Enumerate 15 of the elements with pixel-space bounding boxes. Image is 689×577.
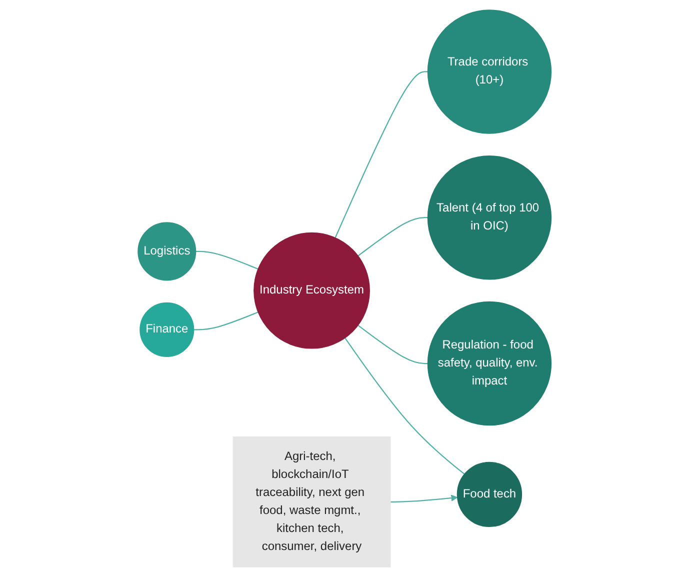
node-circle: Talent (4 of top 100 in OIC): [427, 156, 552, 280]
connector: [194, 312, 258, 330]
connector: [344, 338, 465, 475]
node-circle: Regulation - food safety, quality, env. impact: [427, 301, 552, 426]
arrow: [390, 494, 458, 502]
connector: [196, 250, 258, 270]
connector: [334, 71, 428, 238]
connector: [358, 324, 428, 364]
node-circle: Food tech: [456, 462, 522, 528]
node-circle: Trade corridors (10+): [427, 10, 552, 134]
node-circle: Finance: [140, 302, 194, 357]
connector: [358, 217, 428, 256]
node-circle: Logistics: [138, 222, 196, 281]
node-circle: Industry Ecosystem: [253, 232, 370, 349]
node-box: Agri-tech, blockchain/IoT traceability, next gen food, waste mgmt., kitchen tech, consumer, delivery: [232, 436, 391, 568]
